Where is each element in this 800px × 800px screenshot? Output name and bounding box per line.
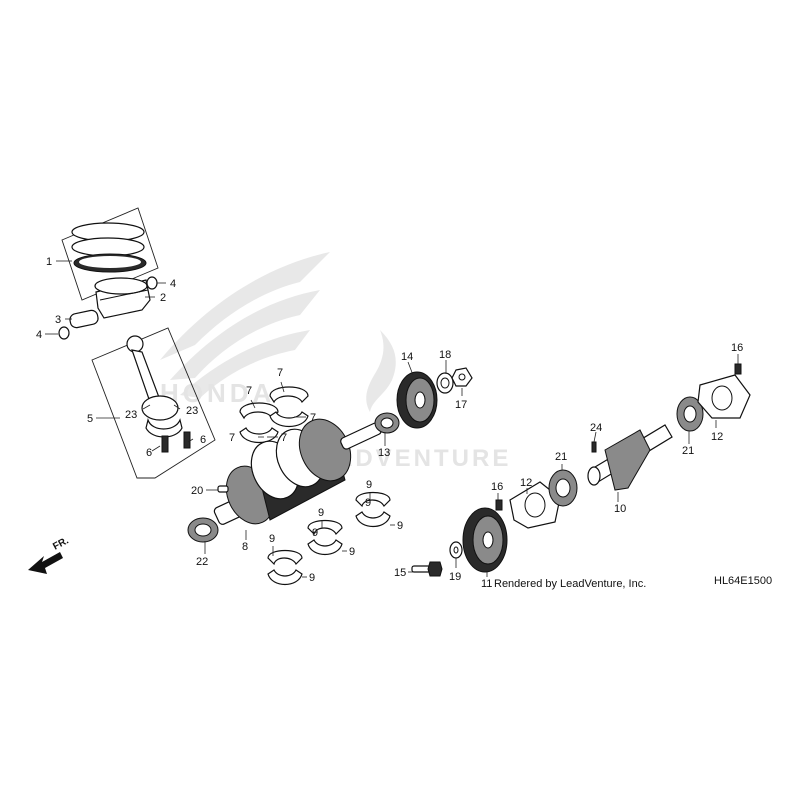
primary-drive-gear[interactable] [396,371,438,429]
callout-17: 17 [455,399,467,411]
diagram-code: HL64E1500 [714,575,772,587]
callout-13: 13 [378,447,390,459]
callout-21-right: 21 [682,445,694,457]
callout-7-e: 7 [281,432,287,444]
callout-21-left: 21 [555,451,567,463]
holder-bolt-left[interactable] [495,499,503,511]
callout-7-a: 7 [246,385,252,397]
dowel-pin[interactable] [217,485,229,493]
callout-5: 5 [87,413,93,425]
callout-16-left: 16 [491,481,503,493]
callout-7-d: 7 [310,412,316,424]
radial-ball-bearing-right[interactable] [676,396,704,432]
piston-ring-set[interactable] [61,207,159,301]
callout-14: 14 [401,351,413,363]
radial-ball-bearing-left[interactable] [548,469,578,507]
callout-labels: 1 2 3 4 4 5 6 6 7 7 7 7 7 8 9 9 9 9 9 9 … [36,256,743,590]
callout-15: 15 [394,567,406,579]
callout-10: 10 [614,503,626,515]
connecting-rod-bolt[interactable] [161,431,191,453]
front-direction-label: FR. [51,535,71,552]
callout-3: 3 [55,314,61,326]
watermark-dealer: ADVENTURE [335,445,511,472]
callout-18: 18 [439,349,451,361]
render-credit: Rendered by LeadVenture, Inc. [494,578,646,590]
callout-11: 11 [481,578,492,590]
crankshaft[interactable] [213,411,382,532]
callout-9-a: 9 [366,479,372,491]
balancer-driven-gear[interactable] [462,507,508,573]
lock-nut[interactable] [451,367,473,387]
callout-12-left: 12 [520,477,532,489]
callout-4-left: 4 [36,329,42,341]
callout-20: 20 [191,485,203,497]
balancer-pin[interactable] [591,441,597,453]
callout-9-c: 9 [318,507,324,519]
callout-6-right: 6 [200,434,206,446]
balancer-shaft[interactable] [587,424,673,491]
callout-19: 19 [449,571,461,583]
callout-22: 22 [196,556,208,568]
needle-bearing-crank[interactable] [187,517,219,543]
callout-7-b: 7 [277,367,283,379]
piston-pin-clip-right[interactable] [146,276,158,290]
flange-bolt[interactable] [411,561,443,577]
callout-9-e: 9 [269,533,275,545]
crankshaft-main-bearing-set[interactable] [267,491,391,586]
watermark-wing-logo [160,252,396,412]
callout-1: 1 [46,256,52,268]
thrust-washer[interactable] [436,372,454,394]
front-direction-arrow-icon: FR. [28,535,71,574]
holder-bolt-right[interactable] [734,363,742,375]
callout-9-b: 9 [397,520,403,532]
callout-9-g: 9 [365,497,371,509]
special-washer[interactable] [449,541,463,559]
piston[interactable] [94,277,151,319]
callout-16-right: 16 [731,342,743,354]
piston-pin-clip-left[interactable] [58,326,70,340]
callout-24: 24 [590,422,602,434]
needle-bearing-drive[interactable] [374,412,400,434]
piston-pin[interactable] [69,309,99,329]
bearing-holder-right[interactable] [697,374,751,419]
bearing-holder-left[interactable] [509,481,561,529]
callout-9-f: 9 [309,572,315,584]
callout-23-right: 23 [186,405,198,417]
callout-9-h: 9 [312,527,318,539]
callout-7-c: 7 [229,432,235,444]
callout-12-right: 12 [711,431,723,443]
callout-23-left: 23 [125,409,137,421]
callout-9-d: 9 [349,546,355,558]
callout-2: 2 [160,292,166,304]
callout-4-right: 4 [170,278,176,290]
callout-8: 8 [242,541,248,553]
callout-6-left: 6 [146,447,152,459]
leader-lines [45,260,739,578]
connecting-rod-bearing-set[interactable] [239,386,309,444]
